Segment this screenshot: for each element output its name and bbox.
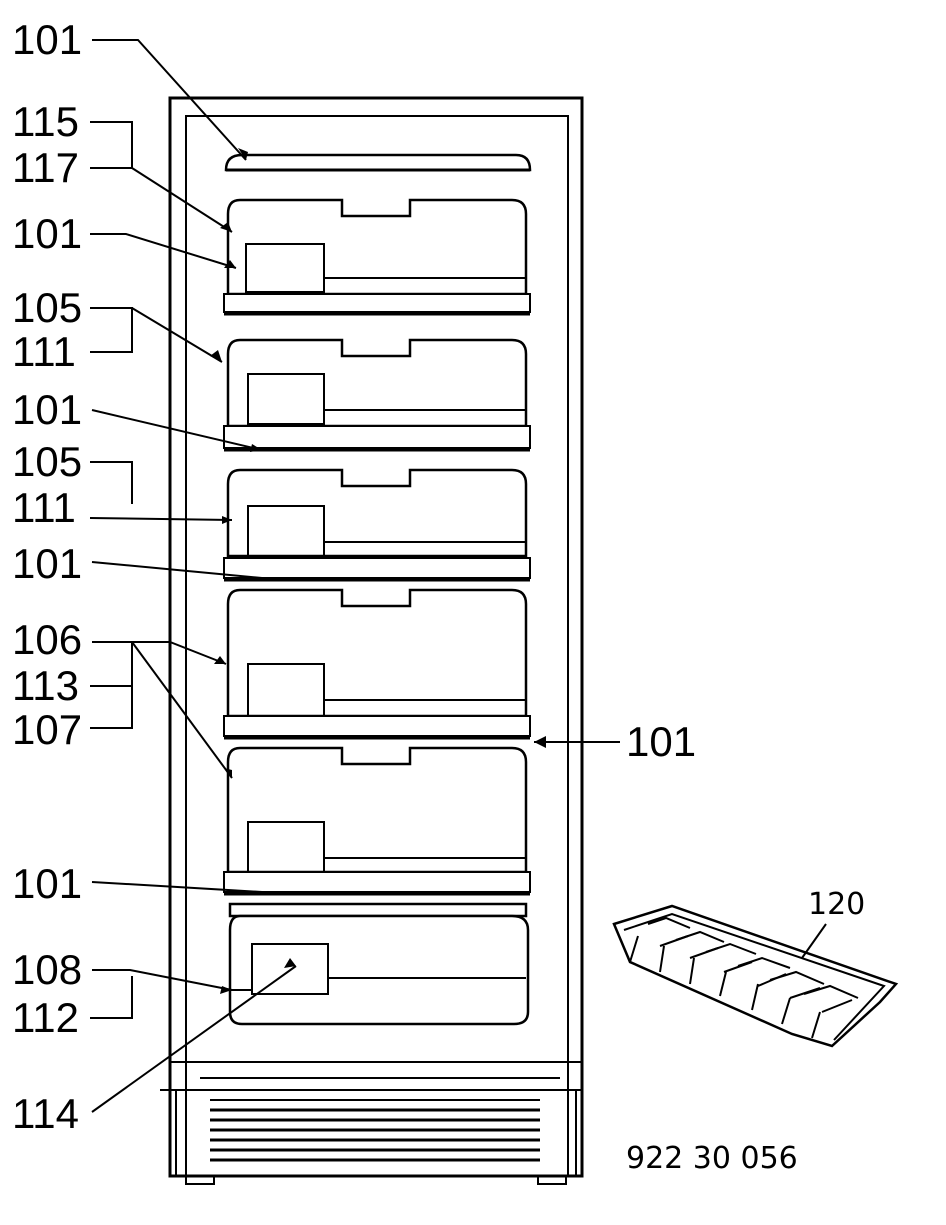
callout-101-top: 101 — [12, 16, 82, 63]
callout-111-b: 111 — [12, 484, 76, 531]
drawing-number: 922 30 056 — [626, 1141, 798, 1176]
callout-106: 106 — [12, 616, 82, 663]
callout-113: 113 — [12, 662, 79, 709]
callout-111-a: 111 — [12, 328, 76, 375]
callout-108: 108 — [12, 946, 82, 993]
callout-101-right: 101 — [626, 718, 696, 765]
callout-101-d: 101 — [12, 860, 82, 907]
callout-101-c: 101 — [12, 540, 82, 587]
drawer-5 — [223, 746, 531, 896]
callout-107: 107 — [12, 706, 82, 753]
callout-105-b: 105 — [12, 438, 82, 485]
callout-114: 114 — [12, 1090, 79, 1137]
callout-115: 115 — [12, 98, 79, 145]
callout-101-a: 101 — [12, 210, 82, 257]
callout-101-b: 101 — [12, 386, 82, 433]
top-cover-plate — [224, 153, 532, 172]
callout-117: 117 — [12, 144, 79, 191]
drawer-2 — [223, 338, 531, 452]
drawer-1 — [223, 198, 531, 316]
callout-112: 112 — [12, 994, 79, 1041]
bottom-grille — [175, 1089, 577, 1185]
drawer-3 — [223, 468, 531, 582]
drawer-4 — [223, 588, 531, 740]
callout-105-a: 105 — [12, 284, 82, 331]
leader-lines — [89, 39, 827, 1113]
ice-cube-tray — [612, 904, 899, 1048]
drawer-6 — [228, 902, 530, 1026]
callout-120: 120 — [808, 887, 865, 922]
